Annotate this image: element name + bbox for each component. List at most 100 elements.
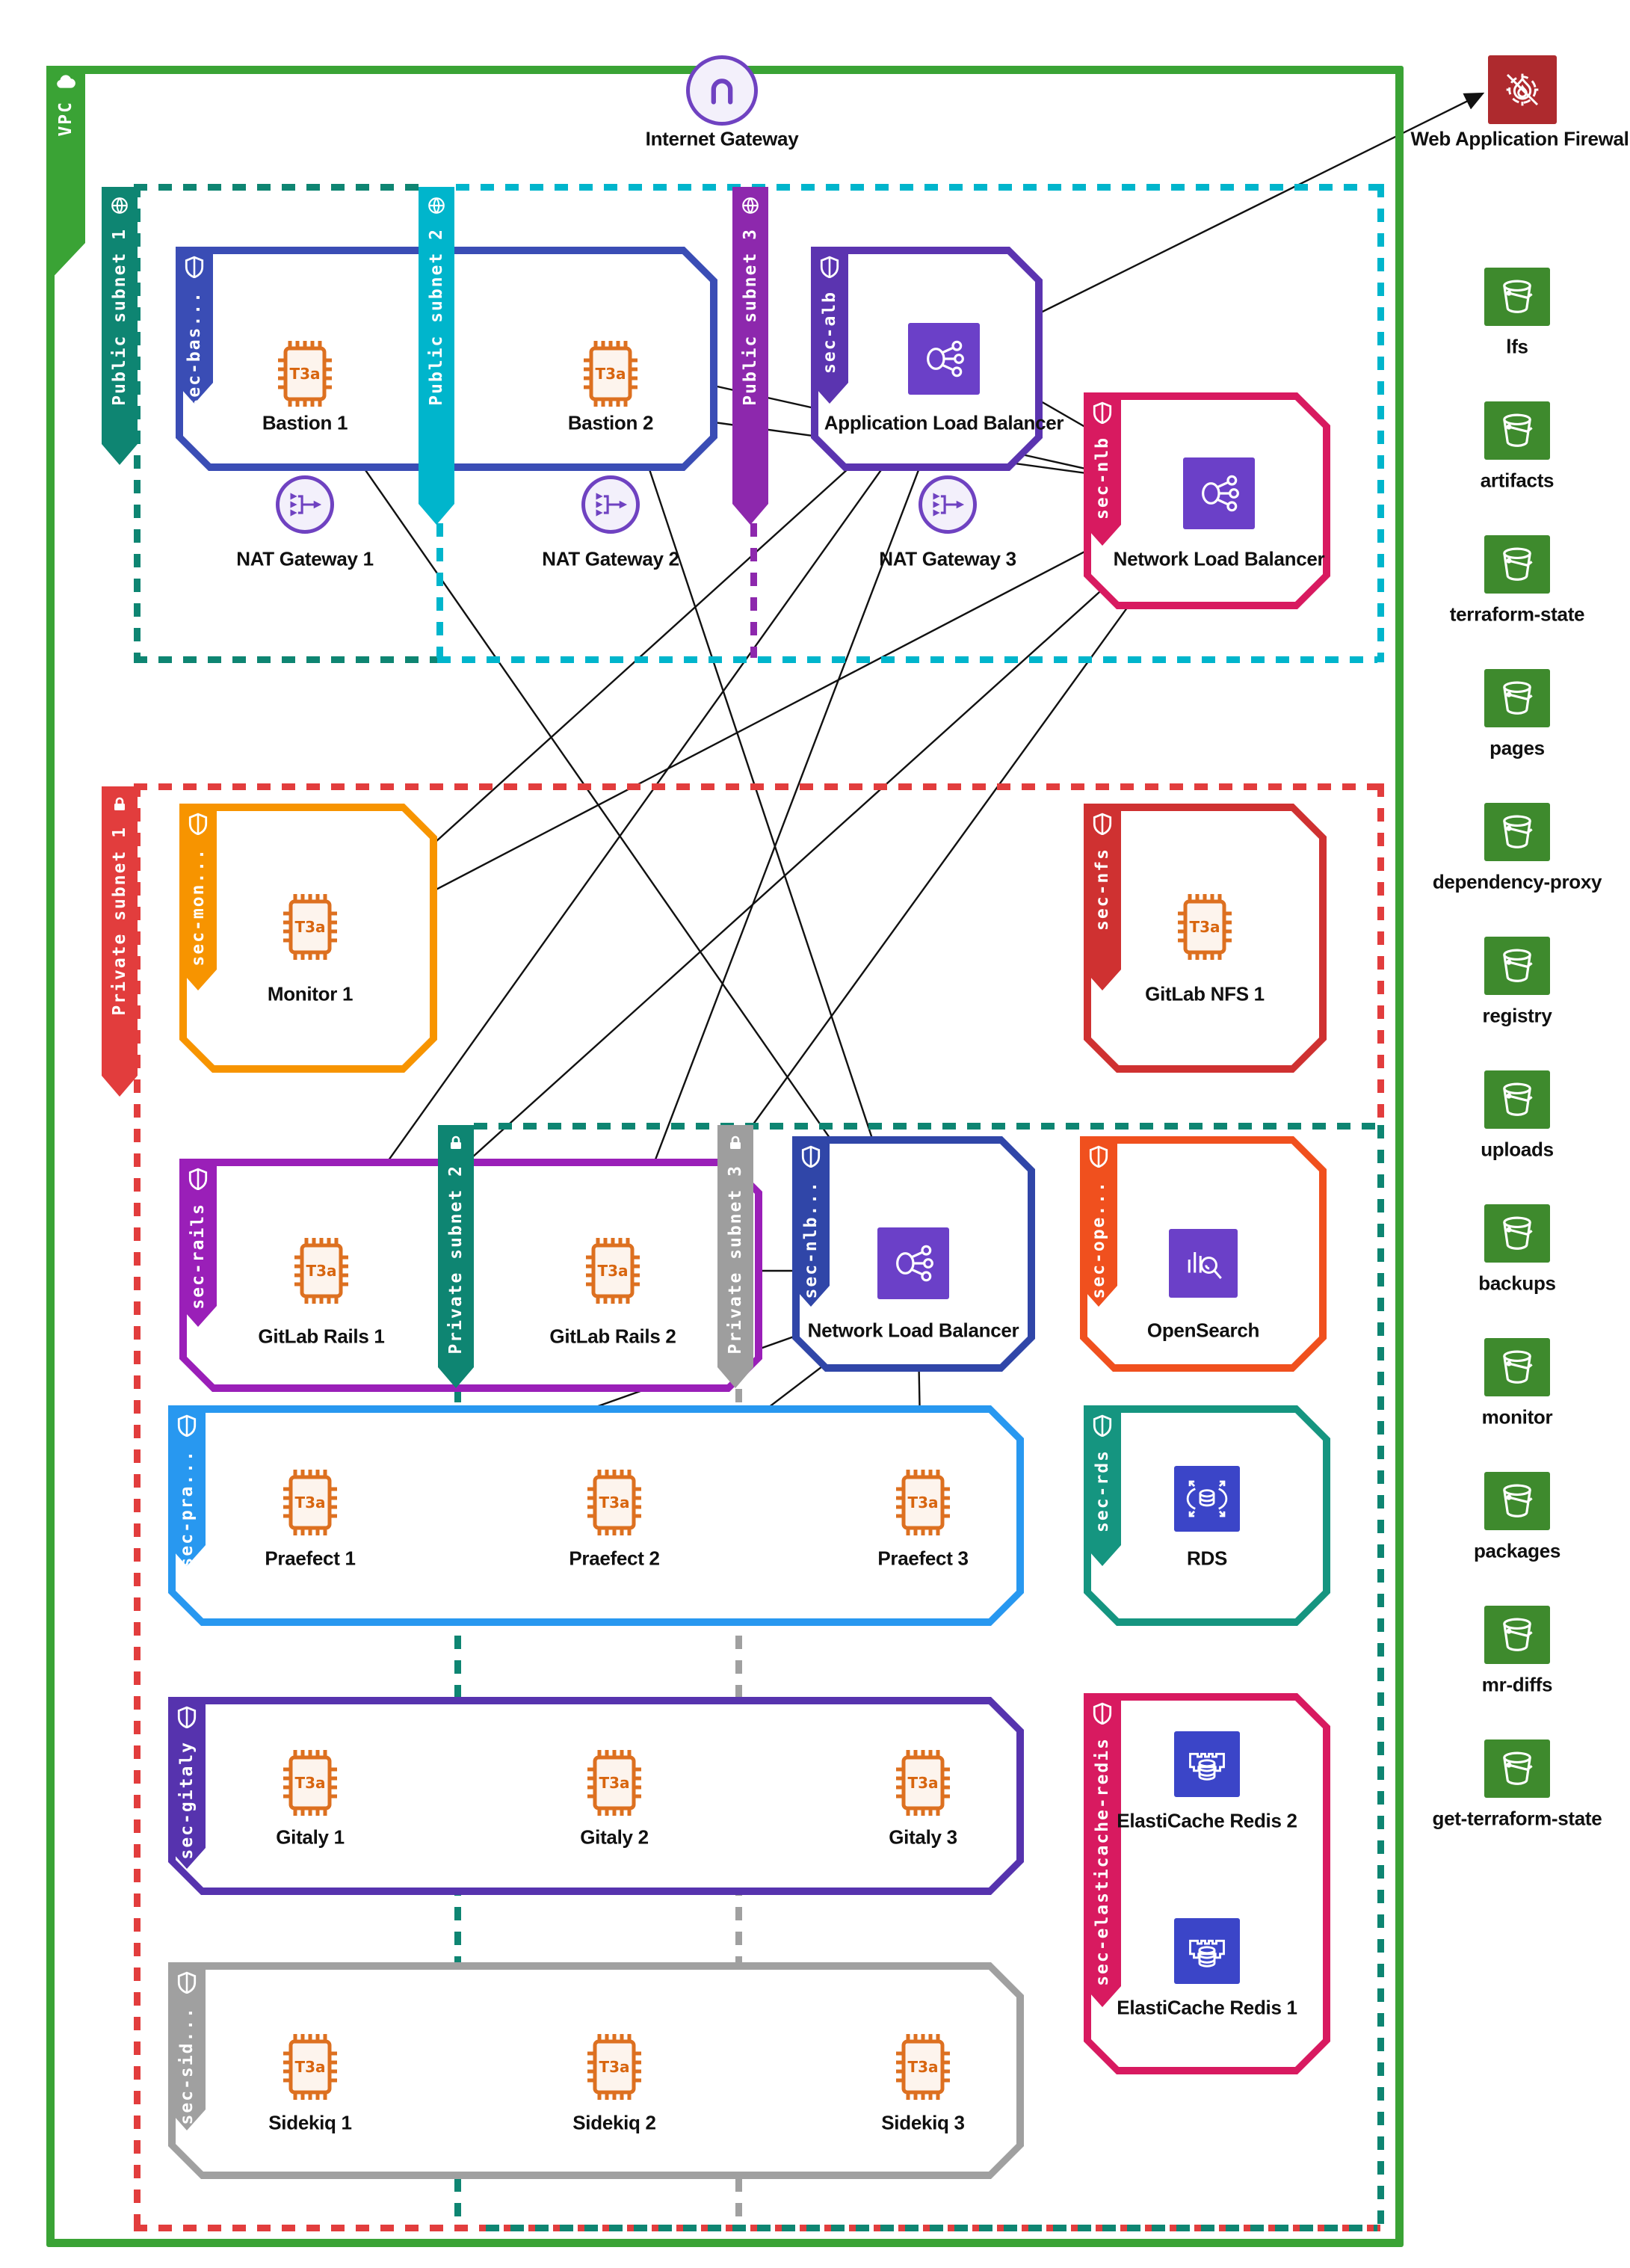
web-application-firewall-label: Web Application Firewall [1410, 127, 1630, 150]
security-group-banner[interactable]: sec-sid... [168, 1962, 206, 2130]
praefect-1-icon[interactable]: T3a [274, 1467, 346, 1538]
sidekiq-1-icon[interactable]: T3a [274, 2031, 346, 2103]
praefect-2-icon[interactable]: T3a [578, 1467, 650, 1538]
bucket-dependency-proxy-icon[interactable] [1484, 803, 1550, 861]
svg-text:T3a: T3a [294, 918, 325, 936]
security-group-banner[interactable]: sec-alb [811, 247, 848, 404]
opensearch-label: OpenSearch [1146, 1319, 1260, 1342]
elasticache-redis-1-icon[interactable] [1174, 1918, 1240, 1984]
security-group-banner[interactable]: sec-bas... [176, 247, 213, 404]
svg-text:T3a: T3a [599, 1774, 629, 1792]
subnet-dashed-border [437, 656, 1377, 663]
security-group-banner[interactable]: sec-gitaly [168, 1697, 206, 1869]
security-group-banner[interactable]: sec-rds [1084, 1405, 1121, 1566]
security-group-name: sec-ope... [1089, 1180, 1108, 1299]
security-group-name: sec-rails [188, 1203, 208, 1310]
sidekiq-3-icon[interactable]: T3a [887, 2031, 959, 2103]
bucket-pages-icon[interactable] [1484, 669, 1550, 727]
svg-text:T3a: T3a [1189, 918, 1220, 936]
subnet-banner[interactable]: Public subnet 2 [419, 187, 454, 525]
security-group-banner[interactable]: sec-mon... [179, 804, 217, 990]
shield-icon [1093, 401, 1112, 428]
gitaly-3-icon[interactable]: T3a [887, 1747, 959, 1819]
bucket-get-terraform-state-icon[interactable] [1484, 1739, 1550, 1798]
subnet-name: Public subnet 2 [427, 228, 446, 406]
nat-gateway-3-label: NAT Gateway 3 [879, 547, 1016, 570]
bucket-lfs-icon[interactable] [1484, 268, 1550, 326]
bucket-packages-icon[interactable] [1484, 1472, 1550, 1530]
network-load-balancer-icon[interactable] [1183, 457, 1255, 529]
rds-label: RDS [1187, 1547, 1227, 1570]
gitaly-3-label: Gitaly 3 [889, 1825, 957, 1849]
rds-icon[interactable] [1174, 1466, 1240, 1532]
opensearch-icon[interactable] [1169, 1229, 1238, 1298]
security-group-banner[interactable]: sec-nfs [1084, 804, 1121, 990]
shield-icon [177, 1706, 197, 1732]
monitor-1-icon[interactable]: T3a [274, 891, 346, 963]
svg-text:T3a: T3a [599, 2058, 629, 2076]
gitlab-nfs-1-icon[interactable]: T3a [1169, 891, 1241, 963]
security-group-banner[interactable]: sec-ope... [1080, 1136, 1117, 1307]
subnet-name: Public subnet 1 [110, 228, 129, 406]
svg-text:T3a: T3a [907, 1774, 938, 1792]
nat-gateway-3-icon[interactable] [919, 475, 977, 534]
security-group-name: sec-nfs [1093, 848, 1112, 931]
security-group-name: sec-elasticache-redis [1093, 1737, 1112, 1986]
bucket-terraform-state-label: terraform-state [1449, 603, 1585, 626]
bucket-monitor-icon[interactable] [1484, 1338, 1550, 1396]
security-group[interactable] [1084, 804, 1327, 1073]
security-group-name: sec-alb [820, 291, 839, 374]
gitlab-rails-2-icon[interactable]: T3a [577, 1235, 649, 1307]
gitaly-1-icon[interactable]: T3a [274, 1747, 346, 1819]
bucket-terraform-state-icon[interactable] [1484, 535, 1550, 594]
bucket-pages-label: pages [1489, 736, 1545, 759]
security-group-banner[interactable]: sec-nlb... [792, 1136, 830, 1307]
subnet-dashed-border [486, 2225, 1377, 2231]
bucket-artifacts-icon[interactable] [1484, 401, 1550, 460]
subnet-banner[interactable]: Public subnet 1 [102, 187, 138, 465]
globe-icon [427, 196, 446, 219]
bucket-mr-diffs-icon[interactable] [1484, 1606, 1550, 1664]
security-group-banner[interactable]: sec-rails [179, 1159, 217, 1327]
bastion-1-icon[interactable]: T3a [269, 338, 341, 410]
subnet-banner[interactable]: Public subnet 3 [732, 187, 768, 525]
subnet-banner[interactable]: Private subnet 1 [102, 786, 138, 1097]
bucket-uploads-icon[interactable] [1484, 1070, 1550, 1129]
nat-gateway-2-label: NAT Gateway 2 [542, 547, 679, 570]
subnet-banner[interactable]: Private subnet 2 [438, 1125, 474, 1388]
security-group-banner[interactable]: sec-pra... [168, 1405, 206, 1566]
application-load-balancer-icon[interactable] [908, 323, 980, 395]
gitaly-2-icon[interactable]: T3a [578, 1747, 650, 1819]
bucket-backups-icon[interactable] [1484, 1204, 1550, 1263]
nat-gateway-1-icon[interactable] [276, 475, 334, 534]
subnet-dashed-border [134, 783, 141, 2228]
internet-gateway-label: Internet Gateway [645, 127, 799, 150]
security-group-name: sec-mon... [188, 848, 208, 967]
svg-text:T3a: T3a [294, 2058, 325, 2076]
bucket-dependency-proxy-label: dependency-proxy [1432, 870, 1602, 893]
network-load-balancer-2-icon[interactable] [877, 1227, 949, 1299]
gitlab-rails-1-icon[interactable]: T3a [285, 1235, 357, 1307]
subnet-dashed-border [1377, 783, 1384, 1127]
gitaly-2-label: Gitaly 2 [580, 1825, 649, 1849]
security-group-banner[interactable]: sec-elasticache-redis [1084, 1693, 1121, 2007]
lock-icon [447, 1134, 465, 1156]
vpc-label: VPC [56, 101, 75, 137]
security-group-banner[interactable]: sec-nlb [1084, 392, 1121, 546]
elasticache-redis-2-icon[interactable] [1174, 1731, 1240, 1797]
subnet-dashed-border [134, 783, 1380, 790]
internet-gateway-icon[interactable] [686, 55, 758, 126]
sidekiq-3-label: Sidekiq 3 [881, 2111, 965, 2134]
bastion-2-icon[interactable]: T3a [575, 338, 646, 410]
shield-icon [1093, 813, 1112, 839]
subnet-banner[interactable]: Private subnet 3 [717, 1125, 753, 1388]
bucket-registry-icon[interactable] [1484, 937, 1550, 995]
security-group[interactable] [179, 804, 437, 1073]
shield-icon [1093, 1702, 1112, 1728]
nat-gateway-2-icon[interactable] [581, 475, 640, 534]
web-application-firewall-icon[interactable] [1488, 55, 1557, 124]
praefect-3-icon[interactable]: T3a [887, 1467, 959, 1538]
sidekiq-2-icon[interactable]: T3a [578, 2031, 650, 2103]
security-group[interactable] [792, 1136, 1035, 1372]
